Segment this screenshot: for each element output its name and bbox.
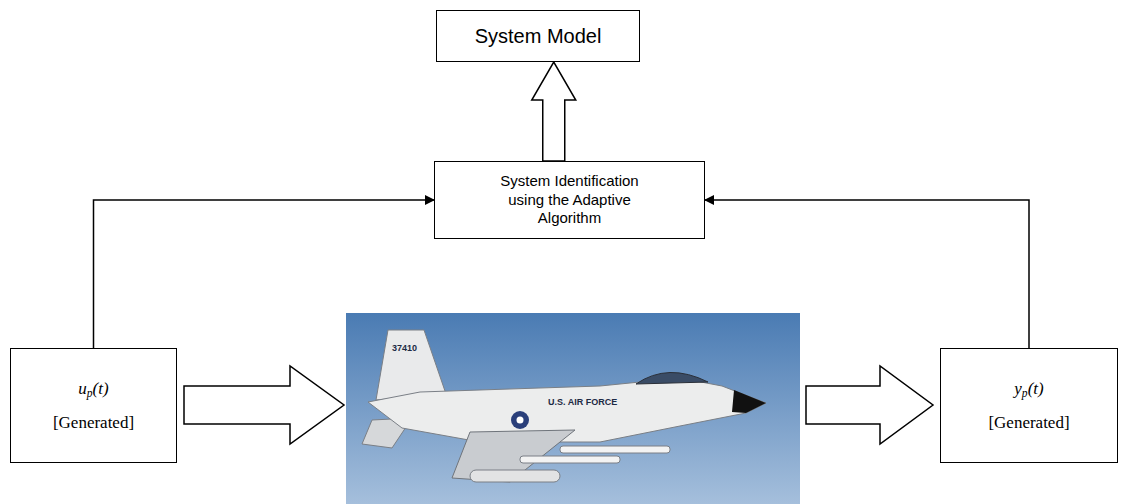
algorithm-box: System Identification using the Adaptive… — [434, 161, 705, 239]
node-text: yp(t) — [1014, 378, 1043, 401]
node-subtext: [Generated] — [988, 412, 1069, 433]
hollow-arrow — [806, 366, 933, 444]
hollow-arrow — [532, 62, 576, 161]
fuel-tank — [470, 470, 560, 482]
aircraft-marking: 37410 — [392, 344, 417, 354]
signal-box: yp(t) [Generated] — [940, 348, 1118, 463]
node-text: System Model — [475, 24, 602, 49]
hollow-arrow — [184, 366, 344, 444]
missile — [520, 456, 620, 463]
missile — [560, 446, 670, 453]
signal-arrow — [705, 200, 1029, 348]
nose-radome — [732, 390, 766, 413]
aircraft-marking: U.S. AIR FORCE — [548, 398, 617, 408]
node-text: System Identification using the Adaptive… — [482, 172, 657, 228]
node-text: up(t) — [78, 378, 108, 401]
node-subtext: [Generated] — [53, 412, 134, 433]
tail-fin — [376, 330, 446, 400]
canopy — [636, 372, 708, 384]
roundel — [517, 417, 524, 424]
signal-box: up(t) [Generated] — [10, 348, 177, 463]
roundel — [511, 411, 529, 429]
photo-sky — [346, 313, 800, 504]
signal-arrow — [94, 200, 435, 348]
model-box: System Model — [436, 10, 640, 62]
